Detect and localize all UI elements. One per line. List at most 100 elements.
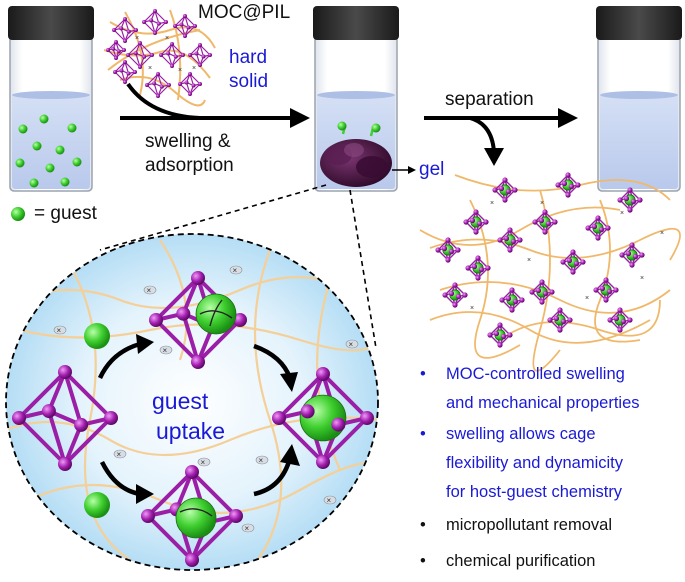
polymer-chain-icon <box>103 49 211 79</box>
polymer-chain-icon <box>429 311 651 344</box>
moc-cage-icon <box>593 277 619 303</box>
anion-icon: × <box>178 67 182 74</box>
vial-2-icon <box>313 6 399 192</box>
anion-icon: × <box>148 65 152 72</box>
moc-cage-icon <box>142 9 168 35</box>
moc-cage-icon <box>465 255 491 281</box>
moc-cage-icon <box>112 17 138 43</box>
polymer-chain-icon <box>119 76 206 107</box>
gel-network: × × × × × × × × <box>419 172 681 372</box>
moc-cage-icon <box>272 367 374 469</box>
anion-icon: × <box>192 65 196 72</box>
guest-sphere-icon <box>84 323 110 349</box>
moc-cage-icon <box>145 72 171 98</box>
guest-sphere-icon <box>45 163 55 173</box>
gel-label: gel <box>419 159 445 180</box>
guest-sphere-icon <box>29 178 39 188</box>
swelling-arrow <box>120 82 310 128</box>
moc-cage-icon <box>106 40 126 60</box>
guest-sphere-icon <box>32 141 42 151</box>
anion-icon: × <box>323 495 337 505</box>
bullet-text-line: micropollutant removal <box>446 516 612 534</box>
swelling-label: swelling & <box>145 131 231 152</box>
svg-text:×: × <box>163 346 168 355</box>
guest-sphere-icon <box>60 177 70 187</box>
moc-cage-icon <box>585 215 611 241</box>
anion-icon: × <box>113 449 127 459</box>
bullet-marker: • <box>420 516 426 534</box>
moc-cage-icon <box>532 209 558 235</box>
separation-label: separation <box>445 89 534 110</box>
anion-icon: × <box>540 200 544 207</box>
bullet-text-line: chemical purification <box>446 552 596 570</box>
moc-cage-icon <box>529 279 555 305</box>
moc-cage-icon <box>178 72 202 96</box>
polymer-chain-icon <box>439 281 671 314</box>
svg-text:×: × <box>233 266 238 275</box>
moc-pil-solid-cluster: ××××× <box>103 9 216 107</box>
guest-sphere-icon <box>84 492 110 518</box>
moc-cage-icon <box>560 249 586 275</box>
hard-label: hard <box>229 47 268 68</box>
anion-icon: × <box>143 285 157 295</box>
guest-sphere-icon <box>195 293 237 335</box>
guest-sphere-icon <box>15 158 25 168</box>
guest-uptake-label-1: guest <box>152 388 209 414</box>
moc-cage-icon <box>547 307 573 333</box>
anion-icon: × <box>241 523 255 533</box>
anion-icon: × <box>255 455 269 465</box>
vial-3-icon <box>596 6 682 192</box>
adsorption-label: adsorption <box>145 155 234 176</box>
anion-icon: × <box>585 295 589 302</box>
solid-label: solid <box>229 71 269 92</box>
guest-sphere-icon <box>175 497 217 539</box>
anion-icon: × <box>640 275 644 282</box>
gel-pointer-arrow <box>392 166 416 174</box>
guest-sphere-icon <box>18 124 28 134</box>
bullet-text-line: MOC-controlled swelling <box>446 365 625 383</box>
bullet-text-line: swelling allows cage <box>446 425 596 443</box>
zoom-lines <box>99 184 377 349</box>
anion-icon: × <box>470 305 474 312</box>
moc-cage-icon <box>442 282 468 308</box>
bullet-text-line: for host-guest chemistry <box>446 483 623 501</box>
svg-text:×: × <box>117 450 122 459</box>
moc-cage-icon <box>159 42 185 68</box>
moc-cage-icon <box>173 14 197 38</box>
anion-icon: × <box>660 230 664 237</box>
anion-icon: × <box>490 200 494 207</box>
moc-cage-icon <box>607 307 633 333</box>
guest-sphere-icon <box>39 114 49 124</box>
polymer-chain-icon <box>109 21 216 49</box>
anion-icon: × <box>527 257 531 264</box>
gel-blob <box>320 139 392 187</box>
guest-entering-gel <box>337 121 381 137</box>
moc-cage-icon <box>619 242 645 268</box>
moc-cage-icon <box>499 287 525 313</box>
vial-1-icon <box>8 6 94 192</box>
bullet-marker: • <box>420 365 426 383</box>
guest-sphere-icon <box>55 145 65 155</box>
polymer-chain-icon <box>29 462 378 514</box>
anion-icon: × <box>53 325 67 335</box>
polymer-chain-icon <box>124 11 144 96</box>
anion-icon: × <box>620 210 624 217</box>
moc-cage-icon <box>12 365 118 471</box>
moc-cage-icon <box>492 177 518 203</box>
moc-pil-label: MOC@PIL <box>198 2 291 23</box>
anion-icon: × <box>197 457 211 467</box>
svg-text:×: × <box>147 286 152 295</box>
polymer-chain-icon <box>169 9 182 101</box>
guest-legend-icon <box>11 207 25 221</box>
anion-icon: × <box>135 35 139 42</box>
polymer-chain-icon <box>9 276 371 310</box>
guest-sphere-icon <box>72 157 82 167</box>
guest-dots-vial-1 <box>15 114 82 188</box>
svg-text:×: × <box>201 458 206 467</box>
svg-text:×: × <box>245 524 250 533</box>
svg-text:×: × <box>327 496 332 505</box>
bullet-marker: • <box>420 425 426 443</box>
polymer-chain-icon <box>249 249 283 570</box>
uptake-arrowheads <box>136 334 300 504</box>
